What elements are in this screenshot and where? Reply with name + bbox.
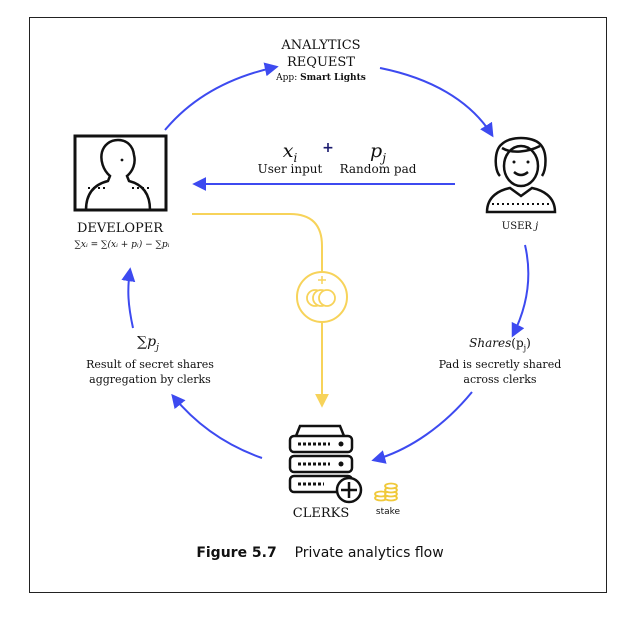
figure-caption: Figure 5.7 Private analytics flow bbox=[195, 545, 445, 561]
arrow-user-to-shares bbox=[511, 244, 530, 338]
aggregation-line-1: Result of secret shares bbox=[86, 358, 214, 371]
arrow-request-to-user bbox=[379, 67, 494, 138]
user-input-caption: User input bbox=[257, 162, 323, 176]
stake-label: stake bbox=[375, 507, 401, 517]
arrow-aggregation-to-developer bbox=[121, 267, 136, 329]
stake-coin-icon bbox=[296, 271, 348, 323]
developer-label: DEVELOPER bbox=[76, 221, 164, 236]
user-label: USER j bbox=[501, 221, 539, 232]
random-pad-var: pj bbox=[370, 140, 386, 165]
request-line-2: REQUEST bbox=[287, 55, 355, 70]
app-prefix: App: bbox=[276, 73, 298, 83]
arrow-developer-to-request bbox=[164, 62, 279, 131]
user-icon bbox=[485, 136, 557, 214]
clerks-server-icon bbox=[288, 424, 363, 504]
shares-line-2: across clerks bbox=[463, 373, 537, 386]
shares-text: Pad is secretly shared across clerks bbox=[430, 357, 570, 387]
shares-func: Shares(pj) bbox=[469, 336, 531, 353]
yellow-stake-line bbox=[192, 213, 323, 272]
random-pad-caption: Random pad bbox=[339, 162, 417, 176]
aggregation-text: Result of secret shares aggregation by c… bbox=[70, 357, 230, 387]
arrow-shares-to-clerks bbox=[371, 391, 473, 464]
request-line-1: ANALYTICS bbox=[281, 38, 361, 53]
request-app: App: Smart Lights bbox=[256, 71, 386, 85]
figure-frame bbox=[29, 17, 607, 593]
clerks-label: CLERKS bbox=[292, 506, 350, 521]
figure-title: Private analytics flow bbox=[294, 545, 444, 561]
user-input-var: xi bbox=[282, 140, 298, 165]
figure-number: Figure 5.7 bbox=[196, 545, 277, 561]
developer-formula: ∑xᵢ = ∑(xᵢ + pᵢ) − ∑pᵢ bbox=[74, 240, 170, 250]
stake-coins-icon bbox=[374, 482, 398, 502]
arrow-clerks-to-aggregation bbox=[171, 393, 263, 459]
request-title: ANALYTICS REQUEST App: Smart Lights bbox=[256, 37, 386, 85]
aggregation-line-2: aggregation by clerks bbox=[89, 373, 211, 386]
shares-line-1: Pad is secretly shared bbox=[438, 358, 562, 371]
aggregation-sum: ∑pj bbox=[137, 334, 159, 353]
plus-sign: + bbox=[322, 140, 334, 156]
app-name: Smart Lights bbox=[300, 73, 366, 83]
developer-icon bbox=[73, 134, 168, 212]
